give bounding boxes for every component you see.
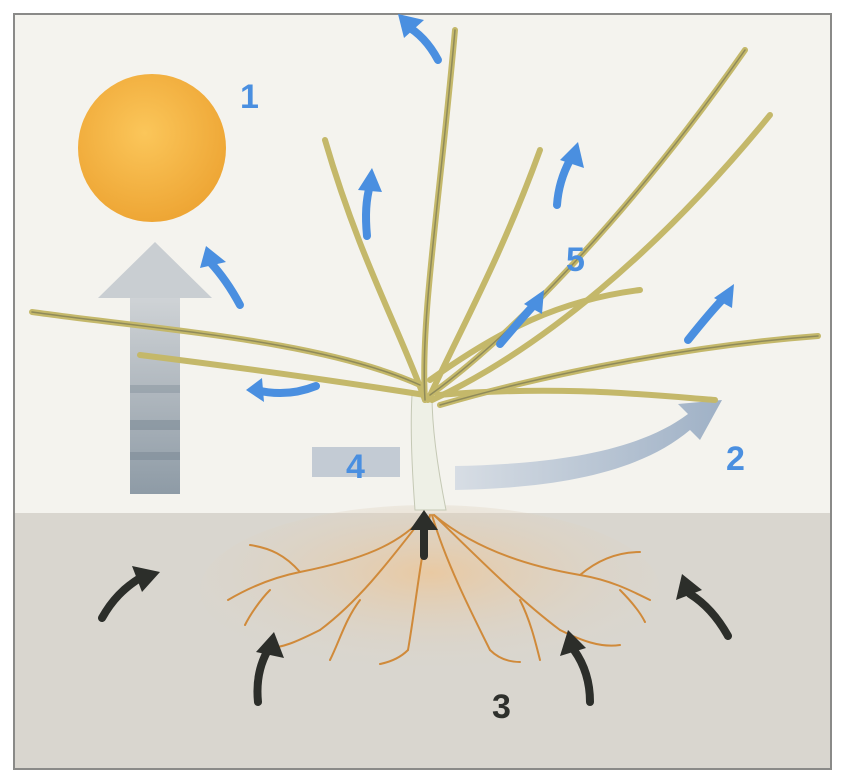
- label-wind: 2: [726, 442, 745, 476]
- label-transpiration: 5: [566, 243, 585, 277]
- label-shelter: 4: [346, 450, 365, 484]
- sun-icon: [78, 74, 226, 222]
- transpiration-arrow-icon: [366, 185, 370, 236]
- label-soil: 3: [492, 690, 511, 724]
- label-sun: 1: [240, 80, 259, 114]
